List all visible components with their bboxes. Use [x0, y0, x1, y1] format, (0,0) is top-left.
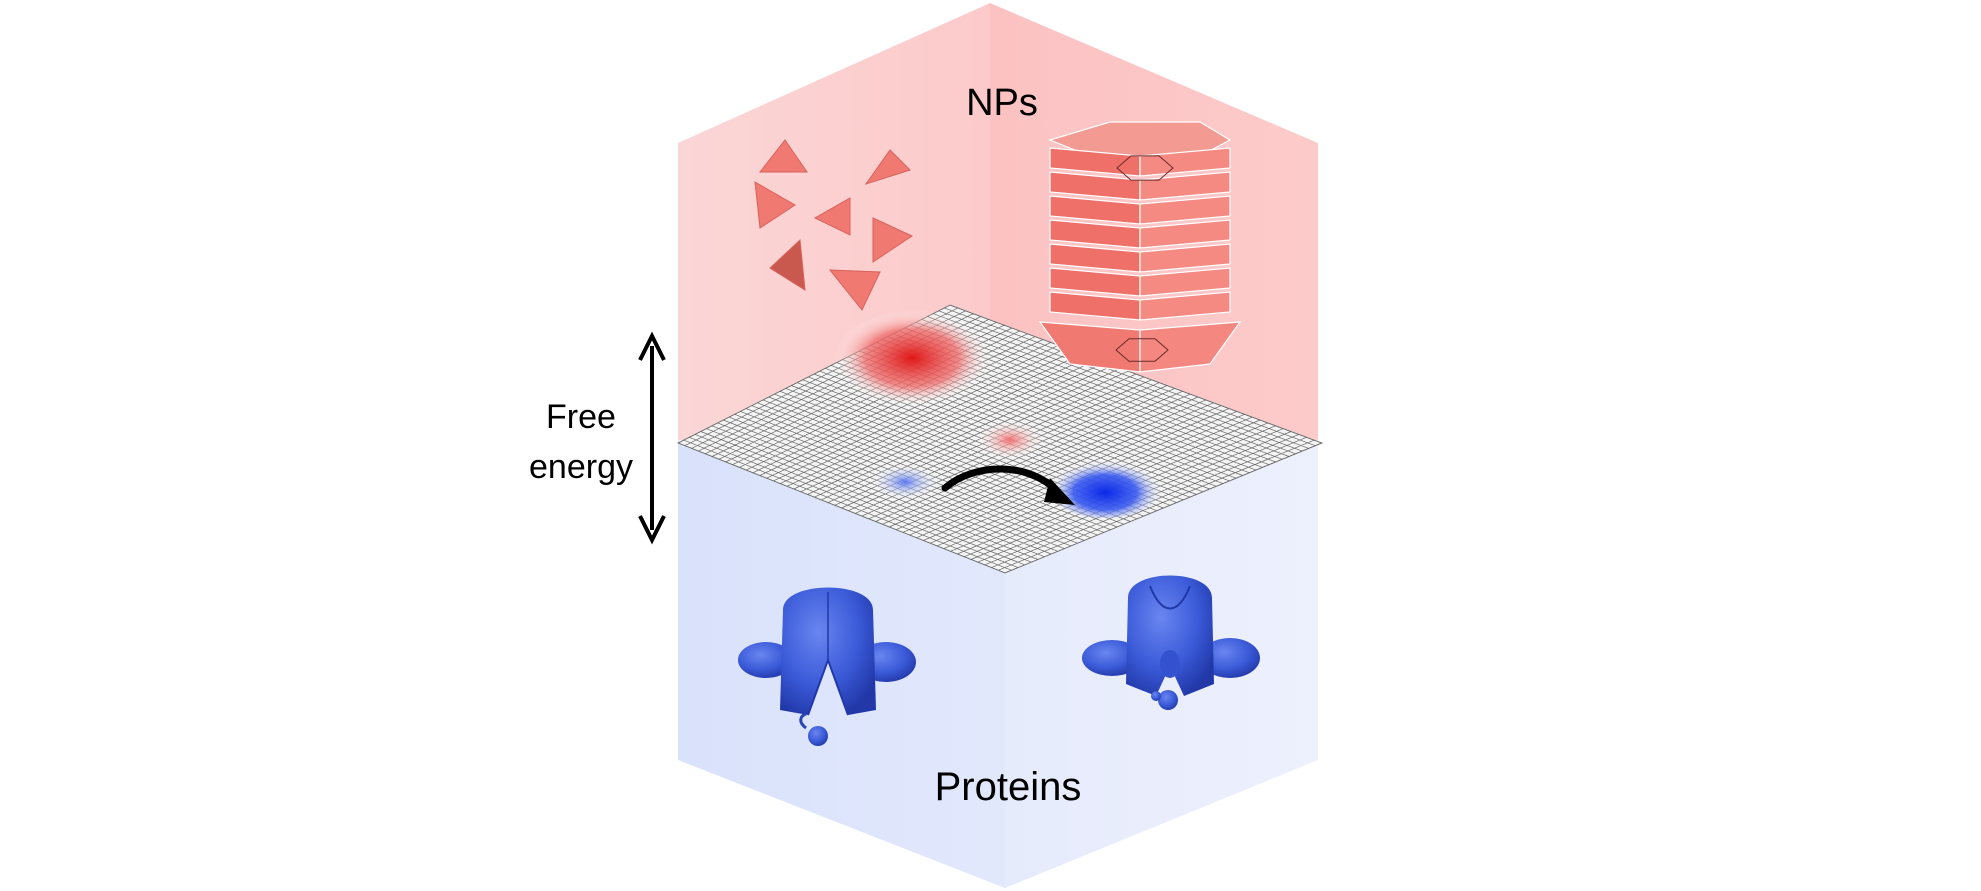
- energy-landscape: [676, 304, 1324, 574]
- tetrahedron-particle: [864, 149, 911, 185]
- landscape-shallow-well: [871, 464, 939, 500]
- tetrahedron-particle: [828, 269, 881, 311]
- bottom-label: Proteins: [935, 765, 1082, 809]
- column-facet: [1139, 243, 1231, 273]
- column-facet: [1139, 195, 1231, 225]
- dispersed-nanoparticles: [754, 139, 914, 311]
- hexagon-outline: [1116, 155, 1174, 181]
- column-facet: [1139, 147, 1231, 177]
- column-facet: [1139, 321, 1242, 373]
- assembled-nanoparticle-column: [1038, 121, 1242, 373]
- column-facet: [1139, 267, 1231, 297]
- tetrahedron-particle: [754, 181, 796, 229]
- tetrahedron-particle: [813, 197, 851, 236]
- protein-bound: [1082, 575, 1260, 710]
- protein-unbound: [738, 587, 916, 746]
- axis-label-line2: energy: [529, 448, 633, 486]
- top-label: NPs: [966, 82, 1038, 124]
- column-facet: [1139, 291, 1231, 321]
- tetrahedron-particle: [872, 217, 914, 263]
- landscape-small-peak: [976, 420, 1044, 460]
- tetrahedron-particle: [758, 139, 808, 173]
- column-facet: [1139, 219, 1231, 249]
- landscape-deep-well: [1047, 454, 1163, 518]
- double-headed-arrow-icon: [638, 331, 666, 545]
- curved-arrow-icon: [941, 465, 1075, 505]
- hexagon-outline: [1115, 338, 1169, 362]
- landscape-high-peak: [834, 310, 990, 406]
- tetrahedron-particle: [769, 238, 806, 291]
- axis-label-line1: Free: [546, 398, 616, 436]
- column-facet: [1139, 171, 1231, 201]
